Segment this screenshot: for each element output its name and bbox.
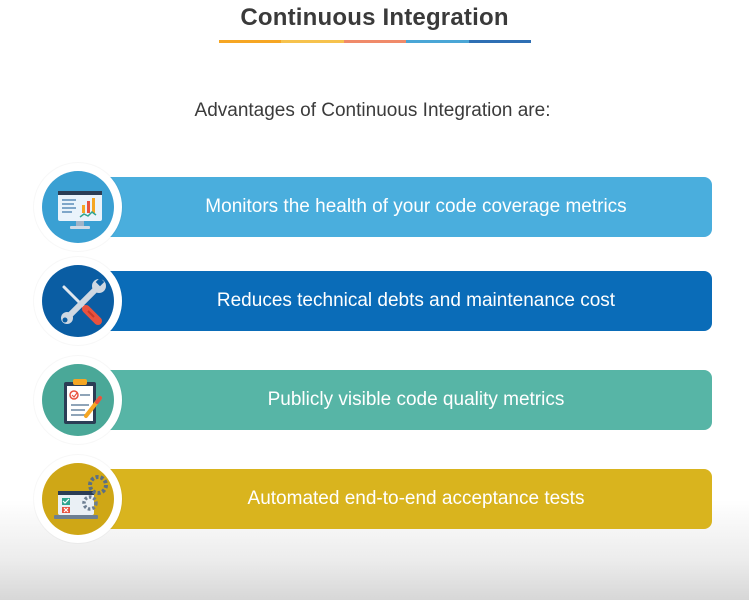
- underline-segment: [219, 40, 282, 43]
- advantage-label: Publicly visible code quality metrics: [267, 389, 565, 410]
- advantage-item: Publicly visible code quality metrics: [0, 356, 749, 444]
- underline-segment: [281, 40, 344, 43]
- advantage-item: Reduces technical debts and maintenance …: [0, 257, 749, 345]
- advantage-item: Automated end-to-end acceptance tests: [0, 455, 749, 543]
- page-title: Continuous Integration: [240, 4, 509, 31]
- clipboard-check-icon: [64, 379, 102, 424]
- advantage-bar: Reduces technical debts and maintenance …: [92, 271, 712, 331]
- advantage-label: Monitors the health of your code coverag…: [205, 196, 627, 217]
- advantage-item: Monitors the health of your code coverag…: [0, 163, 749, 251]
- monitor-chart-icon: [58, 191, 102, 229]
- laptop-gears-icon: [54, 475, 108, 519]
- underline-segment: [406, 40, 469, 43]
- advantage-bar: Automated end-to-end acceptance tests: [92, 469, 712, 529]
- advantage-label: Reduces technical debts and maintenance …: [216, 290, 616, 311]
- title-underline: [219, 40, 532, 43]
- advantage-bar: Monitors the health of your code coverag…: [92, 177, 712, 237]
- advantage-icon-badge: [34, 257, 122, 345]
- subtitle: Advantages of Continuous Integration are…: [194, 100, 551, 121]
- advantage-icon-badge: [34, 455, 122, 543]
- advantage-label: Automated end-to-end acceptance tests: [247, 488, 585, 509]
- wrench-screwdriver-icon: [61, 277, 106, 325]
- advantage-bar: Publicly visible code quality metrics: [92, 370, 712, 430]
- advantage-icon-badge: [34, 356, 122, 444]
- underline-segment: [468, 40, 532, 43]
- advantage-icon-badge: [34, 163, 122, 251]
- underline-segment: [343, 40, 407, 43]
